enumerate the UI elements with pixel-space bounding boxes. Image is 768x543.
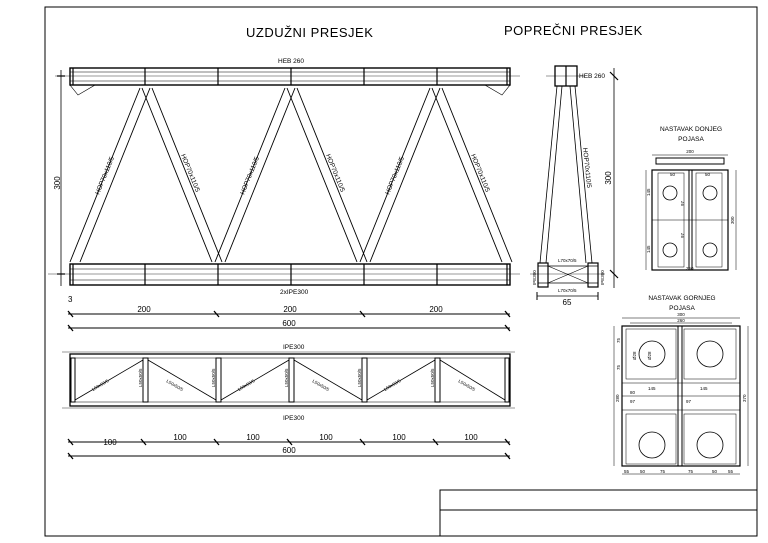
splice-top-dim: 75	[616, 337, 621, 343]
cross-width-dimension: 65	[563, 298, 572, 307]
splice-top-dim: 55	[624, 469, 630, 474]
splice-top-dim: 145	[700, 386, 708, 391]
corner-mark: 3	[68, 295, 73, 304]
splice-bottom-dim: 200	[686, 149, 694, 154]
splice-bottom-title: NASTAVAK DONJEG	[660, 126, 722, 133]
cross-bracing-label: L70x70/5	[558, 258, 577, 263]
post-label: L50x50/5	[284, 368, 289, 387]
sheet-frame	[44, 6, 758, 537]
post-label: L50x50/5	[430, 368, 435, 387]
plan-span-dimension: 100	[103, 438, 117, 447]
splice-top-dim: 50	[712, 469, 718, 474]
post-label: L50x50/5	[357, 368, 362, 387]
splice-bottom-dim: 97	[680, 200, 685, 206]
height-dimension: 300	[53, 176, 62, 190]
splice-bottom-dim: 145	[646, 188, 651, 196]
splice-top-dim: 55	[728, 469, 734, 474]
splice-top-dim: 97	[630, 399, 636, 404]
splice-bottom-dim: 50	[670, 172, 676, 177]
splice-top-title-2: POJASA	[669, 305, 695, 312]
splice-top-dim: 75	[688, 469, 694, 474]
cross-bottom-left-label: IPE300	[532, 270, 537, 285]
top-chord-label: HEB 260	[278, 58, 304, 65]
plan-span-dimension: 100	[392, 433, 406, 442]
plan-bottom-label: IPE300	[283, 415, 305, 422]
cross-top-label: HEB 260	[579, 73, 605, 80]
splice-top-dim: 300	[677, 312, 685, 317]
splice-top-dim: 80	[630, 390, 636, 395]
splice-bottom-dim: 300	[730, 216, 735, 224]
cross-bottom-right-label: IPE300	[600, 270, 605, 285]
span-dimension: 200	[283, 305, 297, 314]
title-longitudinal: UZDUŽNI PRESJEK	[246, 25, 373, 40]
plan-top-label: IPE300	[283, 344, 305, 351]
splice-top-dim: 97	[686, 399, 692, 404]
splice-bottom-dim: 50	[705, 172, 711, 177]
total-dimension: 600	[282, 319, 296, 328]
splice-top-dim: 370	[742, 394, 747, 402]
splice-bottom-dim: 250	[686, 266, 694, 271]
bottom-chord-label: 2xIPE300	[280, 289, 309, 296]
splice-top-dim: 280	[615, 394, 620, 402]
plan-total-dimension: 600	[282, 446, 296, 455]
plan-span-dimension: 100	[173, 433, 187, 442]
cross-section: HEB 260 HOP70x110/5 IPE300 IPE300 L70x70…	[530, 65, 619, 307]
splice-top-dim: Ø28	[647, 351, 652, 360]
splice-bottom-chord: NASTAVAK DONJEG POJASA 200 50 50 145 97 …	[645, 126, 737, 271]
cross-height-dimension: 300	[604, 171, 613, 185]
splice-top-dim: Ø28	[632, 351, 637, 360]
cross-bracing-label-2: L70x70/5	[558, 288, 577, 293]
splice-top-dim: 50	[640, 469, 646, 474]
plan-span-dimension: 100	[464, 433, 478, 442]
plan-span-dimension: 100	[319, 433, 333, 442]
post-label: L50x50/5	[138, 368, 143, 387]
title-cross: POPREČNI PRESJEK	[504, 23, 643, 38]
plan-bracing: L50x50/5 L50x50/5 L50x50/5 L50x50/5 L50x…	[62, 344, 515, 460]
plan-span-dimension: 100	[246, 433, 260, 442]
splice-top-title: NASTAVAK GORNJEG	[648, 295, 715, 302]
post-label: L50x50/5	[211, 368, 216, 387]
splice-top-dim: 260	[677, 318, 685, 323]
splice-top-dim: 145	[648, 386, 656, 391]
span-dimension: 200	[137, 305, 151, 314]
splice-top-chord: NASTAVAK GORNJEG POJASA 300 260 75 75 Ø2…	[613, 295, 749, 475]
splice-top-dim: 75	[616, 364, 621, 370]
splice-bottom-dim: 145	[646, 245, 651, 253]
splice-top-dim: 75	[660, 469, 666, 474]
span-dimension: 200	[429, 305, 443, 314]
splice-bottom-dim: 97	[680, 232, 685, 238]
cross-diagonal-label: HOP70x110/5	[581, 147, 592, 188]
splice-bottom-title-2: POJASA	[678, 136, 704, 143]
